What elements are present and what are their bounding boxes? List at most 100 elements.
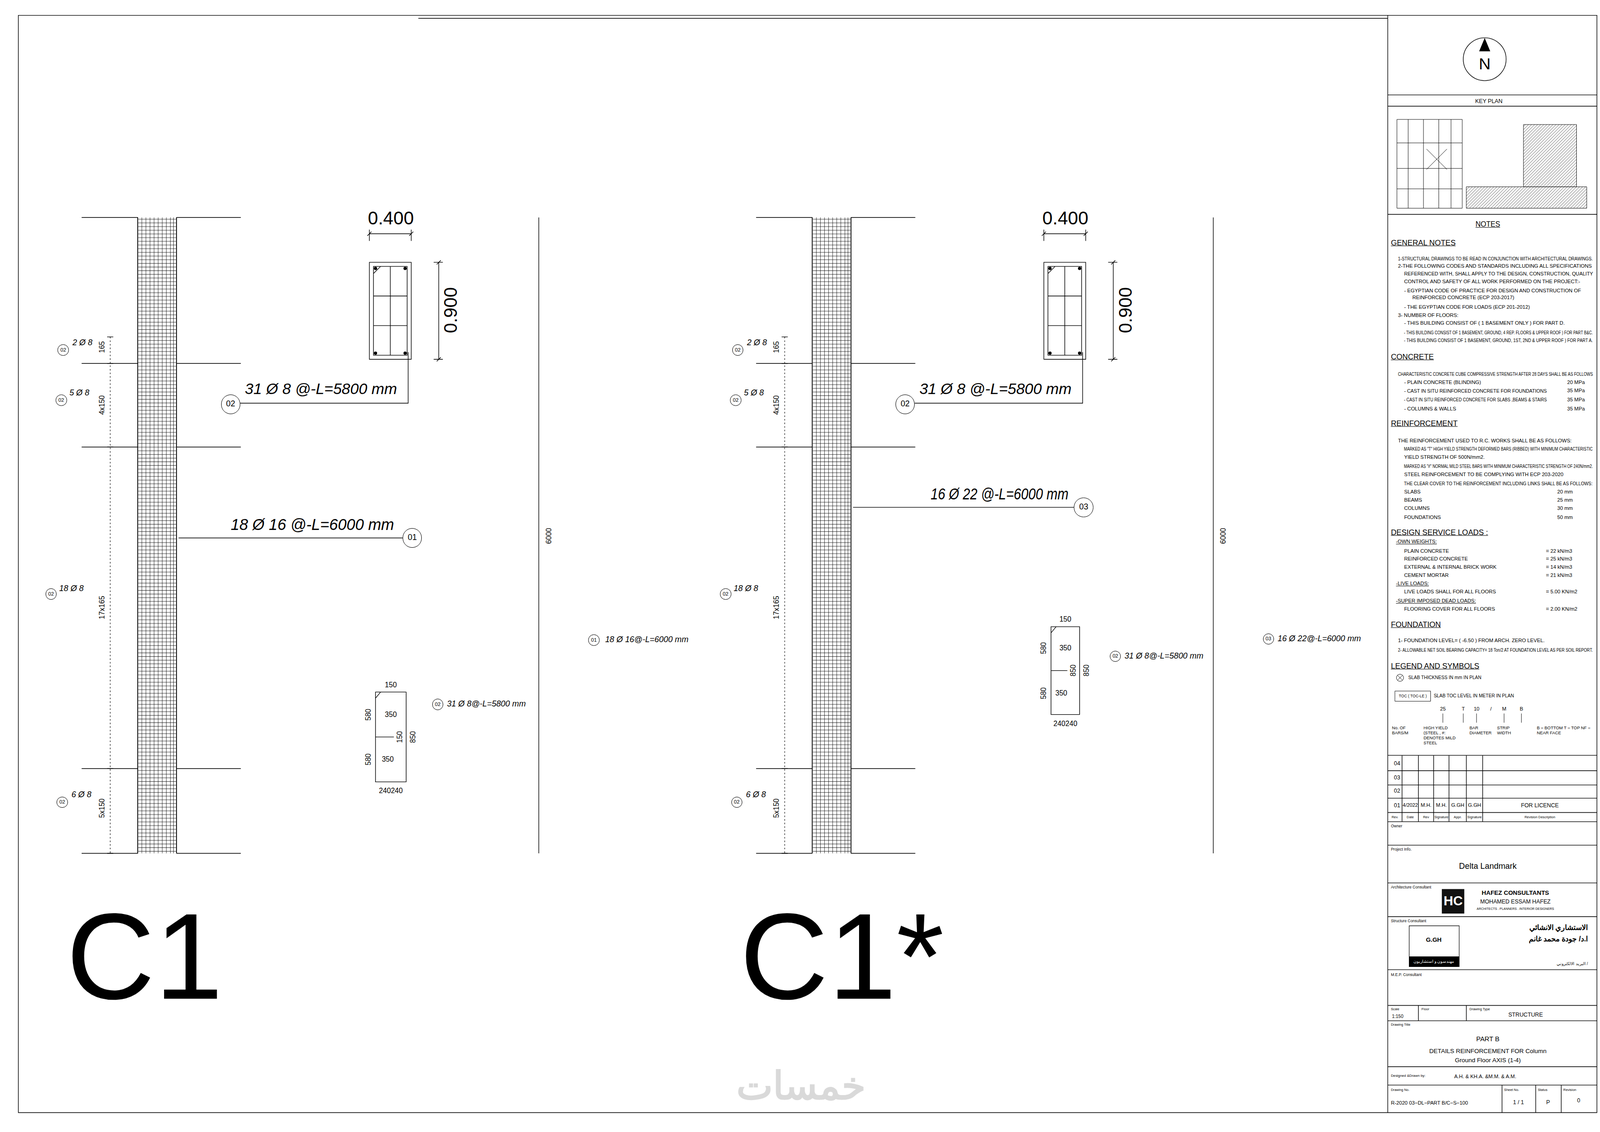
- legend-leader: [1442, 713, 1522, 723]
- title-block-text: Rev.: [1391, 815, 1399, 819]
- callout-text: 01: [407, 533, 417, 542]
- title-block-text: Status: [1537, 1087, 1548, 1092]
- legend-symbol: [1396, 673, 1404, 682]
- column-annotation: 2 Ø 8: [72, 338, 93, 347]
- column-annotation: 580: [1040, 642, 1048, 654]
- general-note: = 14 kN/m3: [1546, 564, 1573, 570]
- general-note: - CAST IN SITU REINFORCED CONCRETE FOR F…: [1403, 388, 1547, 394]
- title-block-text: FOR LICENCE: [1521, 802, 1559, 808]
- callout-number: 02: [895, 394, 916, 415]
- general-note: 1- FOUNDATION LEVEL= ( -6.50 ) FROM ARCH…: [1398, 638, 1545, 644]
- general-note: BEAMS: [1403, 497, 1422, 503]
- title-block-text: ا.د/ جودة محمد غانم: [1528, 935, 1589, 943]
- column-annotation: 5x150: [98, 798, 106, 819]
- column-annotation: C1: [66, 895, 223, 1018]
- callout-number: 02: [221, 394, 241, 415]
- column-annotation: 17x165: [98, 595, 106, 619]
- dimension-line: [109, 336, 111, 854]
- title-block-text: Structure Consultant: [1390, 918, 1426, 923]
- callout-text: 02: [434, 701, 441, 707]
- general-note: REINFORCEMENT: [1390, 419, 1458, 428]
- general-note: = 21 kN/m3: [1546, 573, 1573, 579]
- callout-number: 02: [730, 394, 742, 406]
- title-block-text: Drawing No.: [1390, 1087, 1410, 1092]
- title-block-text: Date: [1406, 815, 1414, 819]
- general-note: - COLUMNS & WALLS: [1403, 406, 1456, 412]
- general-note: STEEL REINFORCEMENT TO BE COMPLYING WITH…: [1403, 471, 1564, 477]
- title-block-text: Floor: [1421, 1007, 1430, 1011]
- column-elevation: [81, 217, 539, 854]
- column-annotation: 850: [1083, 664, 1091, 677]
- callout-text: 02: [900, 399, 910, 409]
- callout-number: 02: [45, 588, 57, 600]
- column-annotation: 4x150: [772, 395, 781, 415]
- column-annotation: 18 Ø 8: [733, 584, 759, 593]
- dimension-tick: [107, 336, 114, 854]
- title-block-text: STRUCTURE: [1508, 1011, 1544, 1017]
- general-note: REINFORCED CONCRETE: [1403, 556, 1468, 562]
- general-note: CONTROL AND SAFETY OF ALL WORK PERFORMED…: [1403, 279, 1580, 285]
- title-block-grid: [1402, 755, 1562, 1113]
- title-block-text: A.H. & KH.A. &M.M. & A.M.: [1454, 1073, 1517, 1079]
- general-note: NOTES: [1475, 221, 1501, 229]
- title-block-text: M.E.P. Consultant: [1390, 972, 1422, 977]
- general-note: HIGH YIELD (STEEL , #: DENOTES MILD STEE…: [1423, 725, 1461, 746]
- column-annotation: 31 Ø 8 @-L=5800 mm: [244, 381, 398, 397]
- general-note: 50 mm: [1557, 514, 1573, 520]
- general-note: 10: [1473, 706, 1480, 712]
- general-note: THE CLEAR COVER TO THE REINFORCEMENT INC…: [1403, 481, 1593, 487]
- callout-text: 02: [48, 591, 54, 597]
- column-annotation: 165: [772, 341, 781, 353]
- callout-number: 02: [432, 698, 444, 710]
- title-block-text: P: [1546, 1099, 1550, 1105]
- title-block-text: 0: [1577, 1097, 1581, 1103]
- general-note: CHARACTERISTIC CONCRETE CUBE COMPRESSIVE…: [1398, 372, 1593, 377]
- title-block-text: M.H.: [1420, 802, 1432, 808]
- column-annotation: 0.400: [367, 209, 415, 228]
- sheet-frame: [18, 15, 1597, 1113]
- callout-text: 02: [735, 347, 741, 353]
- title-block-text: HAFEZ CONSULTANTS: [1481, 890, 1550, 896]
- general-note: 35 MPa: [1567, 397, 1585, 403]
- leader-line: [240, 352, 409, 404]
- title-block-text: 1:150: [1392, 1014, 1404, 1019]
- title-block-text: Drawing Title: [1390, 1022, 1411, 1026]
- general-note: 35 MPa: [1567, 406, 1585, 412]
- general-note: REINFORCED CONCRETE (ECP 203-2017): [1412, 295, 1515, 301]
- column-annotation: 240240: [1053, 719, 1078, 728]
- title-block-text: Owner: [1390, 823, 1403, 828]
- callout-number: 01: [402, 528, 423, 548]
- column-annotation: 18 Ø 16@-L=6000 mm: [605, 635, 689, 644]
- column-annotation: 6 Ø 8: [745, 790, 767, 799]
- title-block-grid: [1387, 15, 1388, 1113]
- general-note: MARKED AS "T" HIGH YIELD STRENGTH DEFORM…: [1403, 446, 1593, 452]
- logo-band: [1409, 956, 1460, 967]
- column-annotation: 350: [1059, 644, 1072, 652]
- callout-text: 02: [732, 397, 739, 403]
- title-block-text: G.GH: [1425, 936, 1442, 943]
- title-block-text: مهندسون و استشاريون: [1413, 959, 1455, 964]
- column-annotation: 0.900: [1116, 287, 1135, 334]
- general-note: T: [1461, 706, 1466, 712]
- general-note: 2- ALLOWABLE NET SOIL BEARING CAPACITY= …: [1398, 647, 1593, 653]
- title-block-text: MOHAMED ESSAM HAFEZ: [1480, 898, 1551, 905]
- title-block-text: Signature: [1434, 815, 1449, 819]
- column-annotation: 6000: [1220, 528, 1228, 544]
- callout-number: 02: [1109, 650, 1122, 663]
- callout-text: 02: [722, 591, 729, 597]
- callout-number: 02: [55, 394, 68, 406]
- general-note: = 5.00 KN/m2: [1546, 589, 1578, 595]
- general-note: - THIS BUILDING CONSIST OF 1 BASEMENT, G…: [1403, 338, 1593, 343]
- column-annotation: 31 Ø 8@-L=5800 mm: [1124, 652, 1204, 661]
- column-annotation: 350: [384, 710, 397, 719]
- callout-text: 02: [1112, 653, 1119, 659]
- watermark: خمسات: [736, 1066, 866, 1106]
- column-annotation: 4x150: [98, 395, 106, 415]
- general-note: FOUNDATION: [1390, 620, 1441, 629]
- column-annotation: 240240: [378, 787, 403, 795]
- callout-number: 03: [1263, 633, 1275, 645]
- bar-dot: [373, 266, 407, 355]
- title-block-text: Rev: [1423, 815, 1430, 819]
- column-annotation: 0.400: [1042, 209, 1089, 228]
